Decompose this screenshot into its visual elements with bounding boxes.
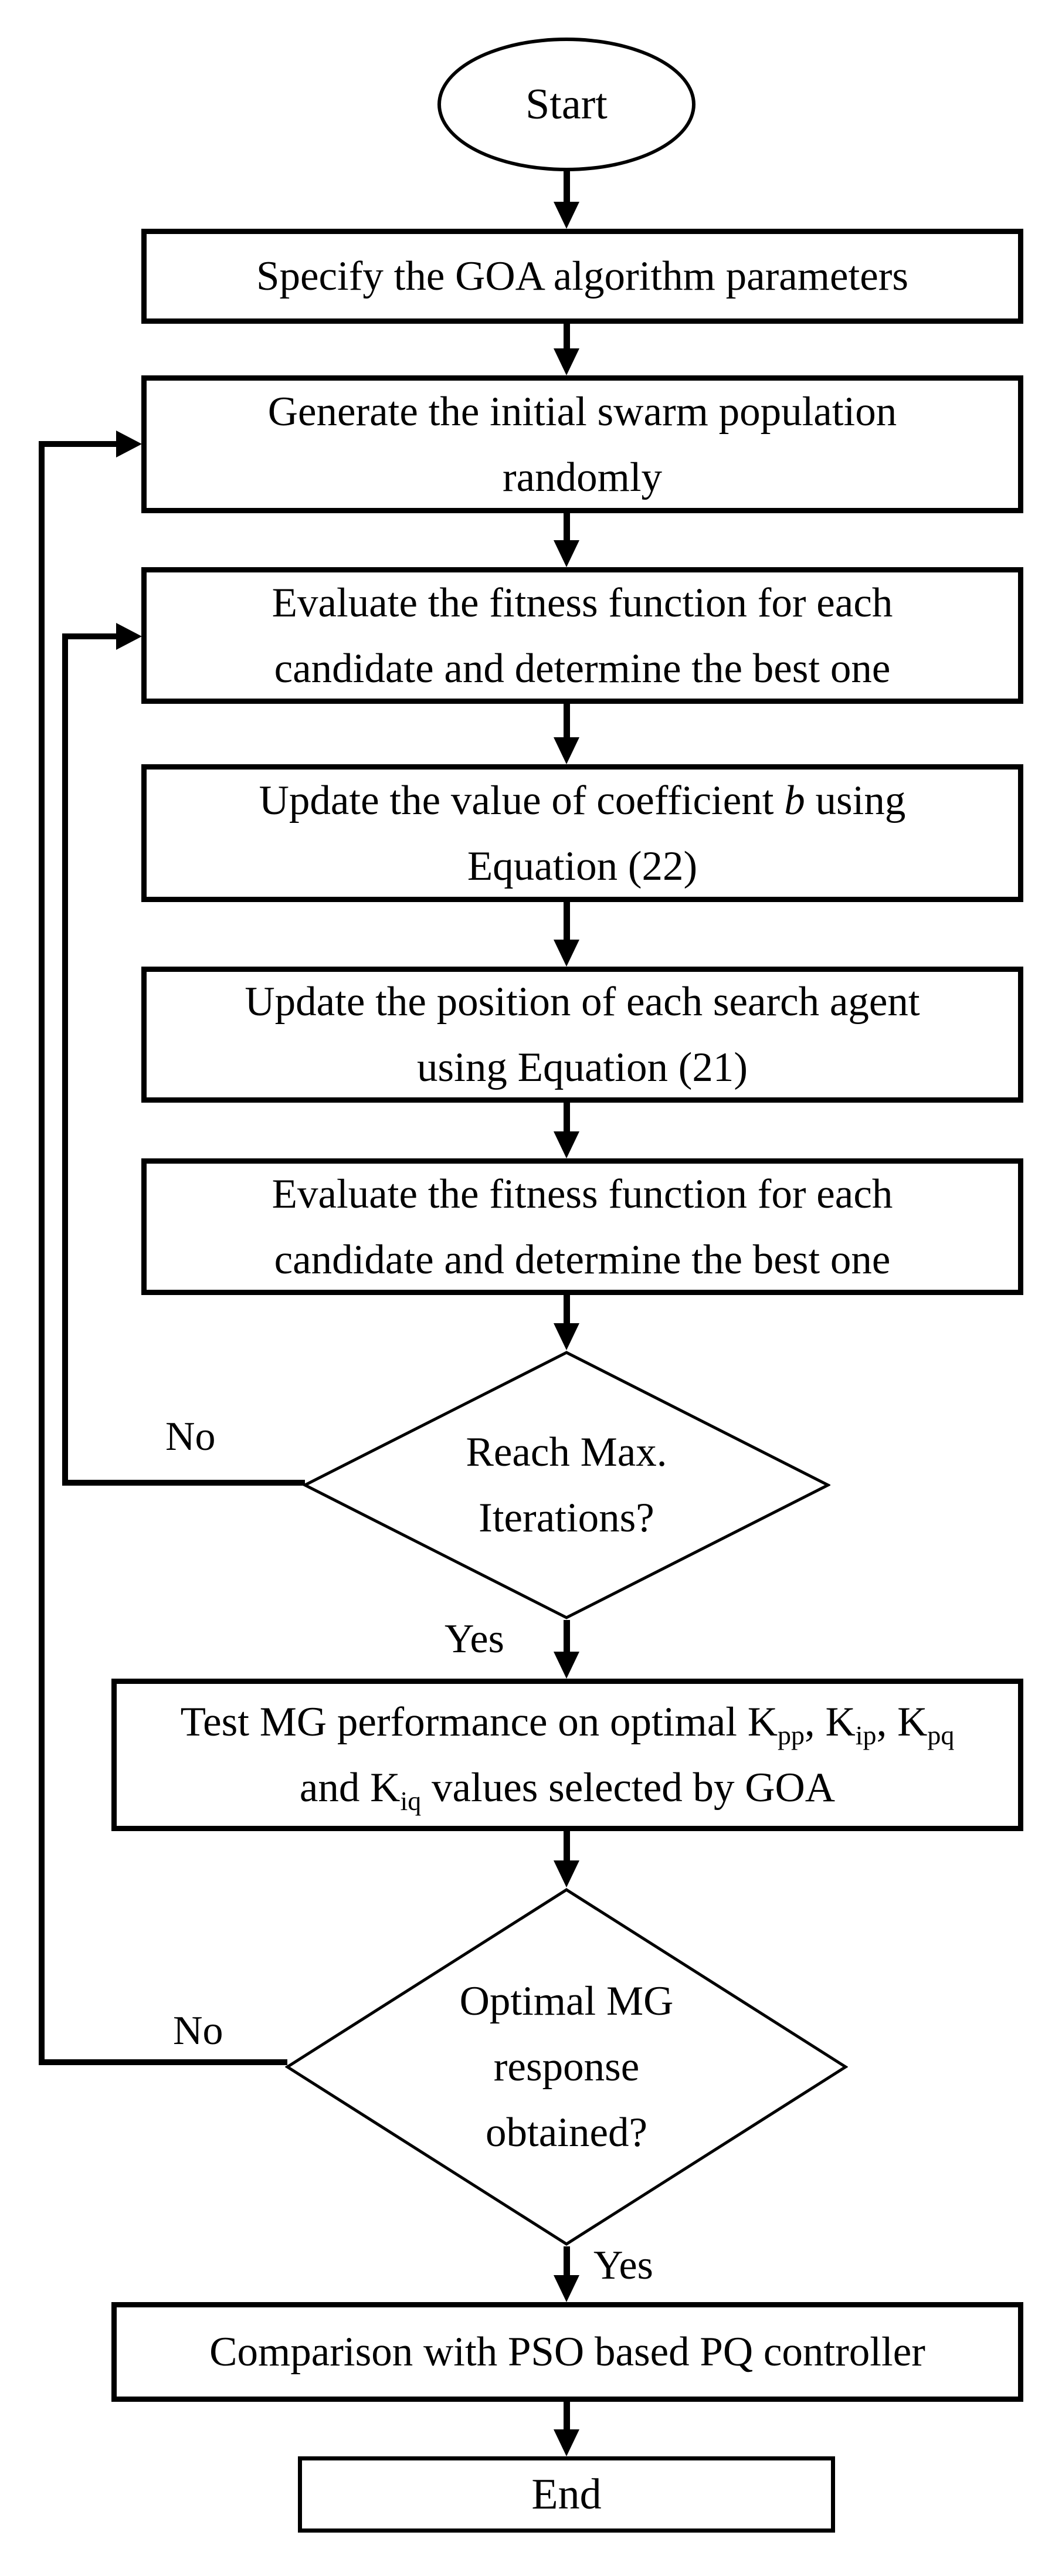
loop-line bbox=[39, 2059, 287, 2065]
node-label-line2: using Equation (21) bbox=[417, 1045, 748, 1090]
label-text: and K bbox=[299, 1765, 401, 1811]
edge-label-yes-response: Yes bbox=[593, 2243, 653, 2288]
edge-label-no-iterations: No bbox=[165, 1414, 216, 1459]
arrowhead-down bbox=[554, 737, 579, 764]
decision-reach-max-iterations: Reach Max. Iterations? bbox=[303, 1350, 830, 1620]
node-label-line2: Equation (22) bbox=[467, 843, 698, 889]
subscript-pq: pq bbox=[927, 1720, 955, 1751]
loop-line bbox=[39, 441, 118, 447]
process-evaluate-fitness-1: Evaluate the fitness function for each c… bbox=[141, 567, 1023, 704]
loop-line bbox=[39, 441, 45, 2065]
label-text: , K bbox=[876, 1699, 928, 1745]
loop-line bbox=[62, 633, 68, 1486]
node-label-line1: Update the value of coefficient b using bbox=[259, 768, 906, 833]
arrow-shaft bbox=[564, 2402, 570, 2432]
decision-label-line2: response bbox=[493, 2044, 640, 2090]
arrowhead-right bbox=[116, 431, 142, 457]
node-label: Comparison with PSO based PQ controller bbox=[209, 2329, 925, 2375]
arrowhead-right bbox=[116, 623, 142, 650]
arrow-shaft bbox=[564, 169, 570, 204]
arrow-shaft bbox=[564, 902, 570, 942]
label-text: values selected by GOA bbox=[421, 1765, 836, 1811]
process-specify-goa-parameters: Specify the GOA algorithm parameters bbox=[141, 229, 1023, 324]
process-test-mg-performance: Test MG performance on optimal Kpp, Kip,… bbox=[111, 1679, 1023, 1831]
arrowhead-down bbox=[554, 540, 579, 567]
edge-label-yes-iterations: Yes bbox=[445, 1616, 504, 1662]
decision-diamond-shape bbox=[303, 1351, 830, 1619]
decision-label-line2: Iterations? bbox=[479, 1495, 654, 1541]
end-terminator: End bbox=[298, 2456, 835, 2533]
node-label: Specify the GOA algorithm parameters bbox=[256, 253, 908, 299]
arrowhead-down bbox=[554, 1131, 579, 1158]
node-label-line1: Update the position of each search agent bbox=[245, 979, 920, 1025]
decision-optimal-mg-response: Optimal MG response obtained? bbox=[285, 1887, 848, 2246]
arrowhead-down bbox=[554, 202, 579, 229]
node-label-line1: Evaluate the fitness function for each bbox=[272, 579, 893, 626]
subscript-iq: iq bbox=[400, 1786, 422, 1816]
arrowhead-down bbox=[554, 2275, 579, 2302]
process-generate-initial-swarm: Generate the initial swarm population ra… bbox=[141, 375, 1023, 513]
arrow-shaft bbox=[564, 704, 570, 740]
node-label-line1: Test MG performance on optimal Kpp, Kip,… bbox=[181, 1689, 955, 1755]
process-update-search-agent-position: Update the position of each search agent… bbox=[141, 967, 1023, 1103]
start-label: Start bbox=[525, 80, 608, 128]
start-terminator: Start bbox=[437, 38, 695, 171]
process-evaluate-fitness-2: Evaluate the fitness function for each c… bbox=[141, 1158, 1023, 1295]
process-update-coefficient-b: Update the value of coefficient b using … bbox=[141, 764, 1023, 902]
variable-b: b bbox=[784, 777, 805, 823]
node-label-line2: randomly bbox=[502, 454, 663, 500]
node-label-line2: candidate and determine the best one bbox=[274, 645, 891, 692]
node-label-line1: Generate the initial swarm population bbox=[267, 388, 897, 435]
loop-line bbox=[62, 1480, 305, 1486]
edge-label-no-response: No bbox=[173, 2008, 223, 2053]
node-label-line2: and Kiq values selected by GOA bbox=[300, 1755, 835, 1821]
arrowhead-down bbox=[554, 1652, 579, 1679]
arrowhead-down bbox=[554, 940, 579, 967]
process-comparison-pso-pq: Comparison with PSO based PQ controller bbox=[111, 2302, 1023, 2402]
arrow-shaft bbox=[564, 1831, 570, 1863]
decision-label-line3: obtained? bbox=[486, 2110, 647, 2155]
label-text: Test MG performance on optimal K bbox=[180, 1699, 778, 1745]
end-label: End bbox=[531, 2470, 602, 2519]
arrowhead-down bbox=[554, 2429, 579, 2456]
arrowhead-down bbox=[554, 348, 579, 375]
arrowhead-down bbox=[554, 1860, 579, 1887]
label-text: Update the value of coefficient bbox=[259, 777, 785, 823]
label-text: using bbox=[805, 777, 906, 823]
arrow-shaft bbox=[564, 1103, 570, 1134]
node-label-line1: Evaluate the fitness function for each bbox=[272, 1171, 893, 1217]
decision-label-line1: Optimal MG bbox=[459, 1978, 674, 2024]
subscript-pp: pp bbox=[778, 1720, 805, 1751]
arrow-shaft bbox=[564, 1620, 570, 1654]
decision-label-line1: Reach Max. bbox=[466, 1429, 667, 1475]
decision-diamond-shape bbox=[285, 1888, 848, 2246]
arrow-shaft bbox=[564, 324, 570, 351]
arrow-shaft bbox=[564, 513, 570, 543]
arrow-shaft bbox=[564, 2246, 570, 2277]
arrowhead-down bbox=[554, 1323, 579, 1350]
arrow-shaft bbox=[564, 1295, 570, 1326]
subscript-ip: ip bbox=[855, 1720, 877, 1751]
label-text: , K bbox=[805, 1699, 856, 1745]
loop-line bbox=[62, 633, 118, 639]
node-label-line2: candidate and determine the best one bbox=[274, 1236, 891, 1283]
